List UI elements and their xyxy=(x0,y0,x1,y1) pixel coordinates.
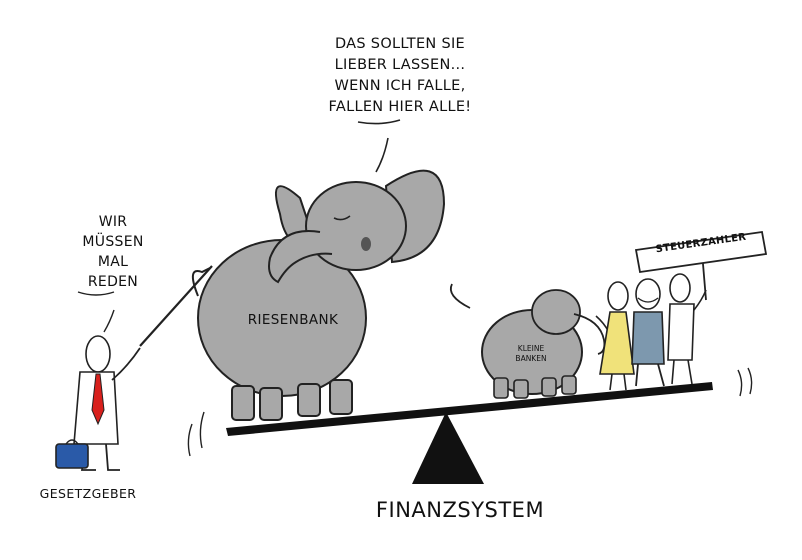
speech-text-lawmaker: WIR MÜSSEN MAL REDEN xyxy=(82,214,144,290)
wobble-lines-right xyxy=(737,367,753,397)
speech-text-big-bank: DAS SOLLTEN SIE LIEBER LASSEN... WENN IC… xyxy=(328,36,472,115)
taxpayer-woman xyxy=(599,281,635,391)
red-tie xyxy=(91,373,105,426)
wobble-lines-left xyxy=(187,411,205,457)
label-lawmaker: GESETZGEBER xyxy=(39,486,137,501)
lawmaker-figure xyxy=(55,265,213,471)
taxpayer-man-sign xyxy=(634,230,768,385)
label-small-banks: KLEINE BANKEN xyxy=(515,344,547,363)
speech-pointer-left-tail xyxy=(103,309,115,333)
seesaw-plank xyxy=(226,382,713,436)
speech-pointer-top-tail xyxy=(375,137,389,173)
speech-pointer-top xyxy=(357,119,401,125)
label-big-bank: RIESENBANK xyxy=(247,312,339,328)
briefcase xyxy=(55,443,89,469)
speech-pointer-left xyxy=(77,291,115,296)
label-financial-system: FINANZSYSTEM xyxy=(375,498,545,522)
big-elephant xyxy=(191,169,446,421)
fulcrum xyxy=(412,412,484,484)
small-elephant xyxy=(449,283,615,399)
protest-sign xyxy=(634,230,768,274)
taxpayer-man-sweater xyxy=(631,278,665,387)
